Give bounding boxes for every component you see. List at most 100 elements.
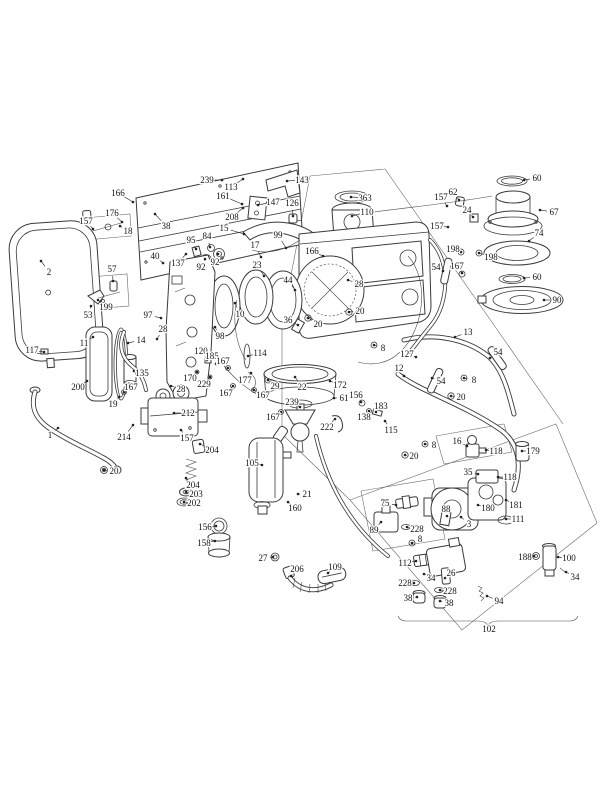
leader-dot [445,204,449,208]
callout-38: 38 [162,221,172,231]
gas-valve [140,384,208,437]
callout-29: 29 [271,381,281,391]
grommet-62 [455,196,465,207]
leader-dot [208,245,212,249]
leader-line [123,196,134,203]
leader-dot [394,503,398,507]
hydraulic-valves [373,495,566,609]
callout-23: 23 [253,260,263,270]
leader-dot [260,463,264,467]
leader-dot [131,423,135,427]
callout-127: 127 [400,349,414,359]
leader-dot [296,492,300,496]
callout-198: 198 [484,252,498,262]
gasket-114 [243,343,251,369]
callout-105: 105 [245,458,259,468]
leader-dot [379,520,383,524]
callout-166: 166 [305,246,319,256]
leader-dot [476,472,480,476]
callout-212: 212 [181,408,195,418]
leader-dot [496,475,500,479]
leader-dot [465,444,469,448]
leader-dot [414,559,418,563]
callout-161: 161 [216,191,230,201]
callout-24: 24 [463,205,473,215]
callout-1: 1 [48,430,53,440]
callout-100: 100 [562,553,576,563]
leader-dot [520,449,524,453]
leader-dot [476,503,480,507]
callout-19: 19 [109,399,119,409]
callout-199: 199 [99,302,113,312]
leader-dot [286,500,290,504]
leader-dot [194,247,198,251]
callout-67: 67 [550,207,560,217]
leader-dot [293,288,297,292]
callout-109: 109 [328,562,342,572]
callout-222: 222 [320,422,334,432]
callout-99: 99 [274,230,284,240]
leader-dot [161,261,165,265]
callout-156: 156 [198,522,212,532]
leader-dot [349,195,353,199]
leader-dot [226,366,230,370]
leader-dot [527,239,531,243]
leader-dot [231,384,235,388]
callout-8: 8 [381,343,386,353]
callout-28: 28 [177,384,187,394]
leader-dot [443,576,447,580]
leader-dot [208,375,212,379]
leader-dot [367,409,371,413]
callout-38: 38 [404,593,414,603]
leader-dot [39,259,43,263]
leader-dot [542,298,546,302]
leader-dot [85,379,89,383]
leader-dot [214,524,218,528]
hx-panel-upper [351,240,424,285]
callout-20: 20 [356,306,366,316]
leader-dot [205,358,209,362]
leader-dot [296,323,300,327]
callout-118: 118 [489,446,503,456]
leader-dot [111,279,115,283]
callout-180: 180 [481,503,495,513]
gasket-111 [497,515,515,525]
leader-dot [446,225,450,229]
leader-dot [453,335,457,339]
callout-117: 117 [25,345,39,355]
callout-2: 2 [47,267,52,277]
pump-assembly [423,435,530,531]
bracket-143 [265,169,301,198]
callout-92: 92 [211,257,220,267]
leader-dot [96,298,100,302]
leader-dot [298,405,302,409]
callout-36: 36 [284,315,294,325]
leader-line [286,180,296,182]
leader-dot [242,232,246,236]
insulation-rings [179,244,303,337]
callout-75: 75 [381,498,391,508]
leader-dot [488,356,492,360]
callout-38: 38 [445,598,455,608]
leader-dot [477,251,481,255]
leader-dot [306,316,310,320]
callout-157: 157 [430,221,444,231]
callout-112: 112 [398,558,411,568]
leader-dot [252,388,256,392]
heat-exchanger [295,221,432,339]
callout-89: 89 [370,525,380,535]
leader-dot [522,276,526,280]
callout-22: 22 [298,382,307,392]
callout-8: 8 [432,440,437,450]
leader-dot [403,453,407,457]
leader-dot [293,375,297,379]
callout-239: 239 [285,397,299,407]
plate-147 [247,195,268,221]
clip-183 [371,408,383,417]
leader-dot [132,369,136,373]
leader-dot [179,428,183,432]
leader-dot [91,335,95,339]
leader-dot [346,278,350,282]
